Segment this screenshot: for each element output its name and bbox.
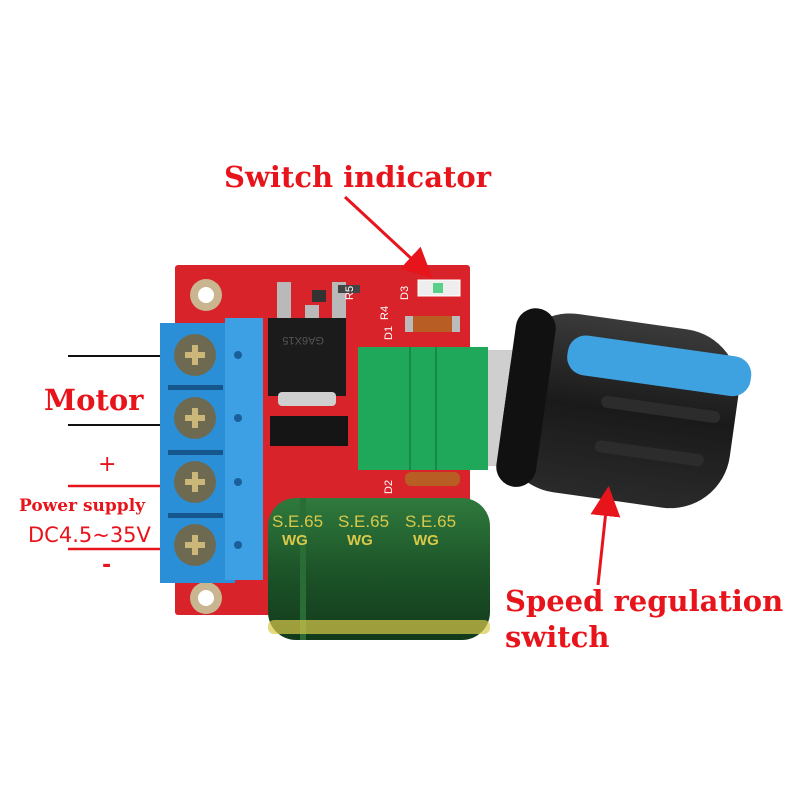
diode-d1 (405, 316, 460, 332)
speed-switch-arrow (590, 486, 621, 586)
positive-label: + (98, 452, 117, 477)
mosfet-marking: GA6X15 (282, 334, 324, 346)
svg-text:R5: R5 (344, 286, 356, 300)
svg-text:D2: D2 (383, 480, 395, 494)
svg-text:S.E.65: S.E.65 (405, 512, 456, 531)
mosfet (268, 318, 346, 396)
diode-smd (270, 416, 348, 446)
switch-indicator-arrow (343, 195, 433, 279)
svg-text:R4: R4 (379, 306, 391, 320)
speed-knob (496, 308, 752, 509)
svg-text:S.E.65: S.E.65 (272, 512, 323, 531)
motor-label: Motor (44, 383, 144, 417)
knob-indicator-stripe (567, 335, 752, 397)
diode-d2 (405, 472, 460, 486)
potentiometer-body (358, 347, 488, 470)
speed-regulation-label: Speed regulation (505, 584, 784, 618)
negative-label: - (102, 553, 112, 578)
svg-text:S.E.65: S.E.65 (338, 512, 389, 531)
speed-regulation-label-line2: switch (505, 620, 610, 654)
terminal-screw-1 (174, 334, 216, 376)
terminal-screw-2 (174, 397, 216, 439)
svg-text:WG: WG (347, 532, 373, 549)
switch-indicator-label: Switch indicator (224, 160, 492, 194)
svg-text:D1: D1 (383, 326, 395, 340)
terminal-screw-4 (174, 524, 216, 566)
terminal-screw-3 (174, 461, 216, 503)
svg-text:D3: D3 (399, 286, 411, 300)
capacitor: S.E.65 S.E.65 S.E.65 WG WG WG (268, 498, 490, 640)
svg-text:WG: WG (282, 532, 308, 549)
svg-text:WG: WG (413, 532, 439, 549)
terminal-block (160, 318, 263, 583)
voltage-label: DC4.5~35V (28, 523, 151, 547)
power-supply-label: Power supply (19, 496, 146, 516)
